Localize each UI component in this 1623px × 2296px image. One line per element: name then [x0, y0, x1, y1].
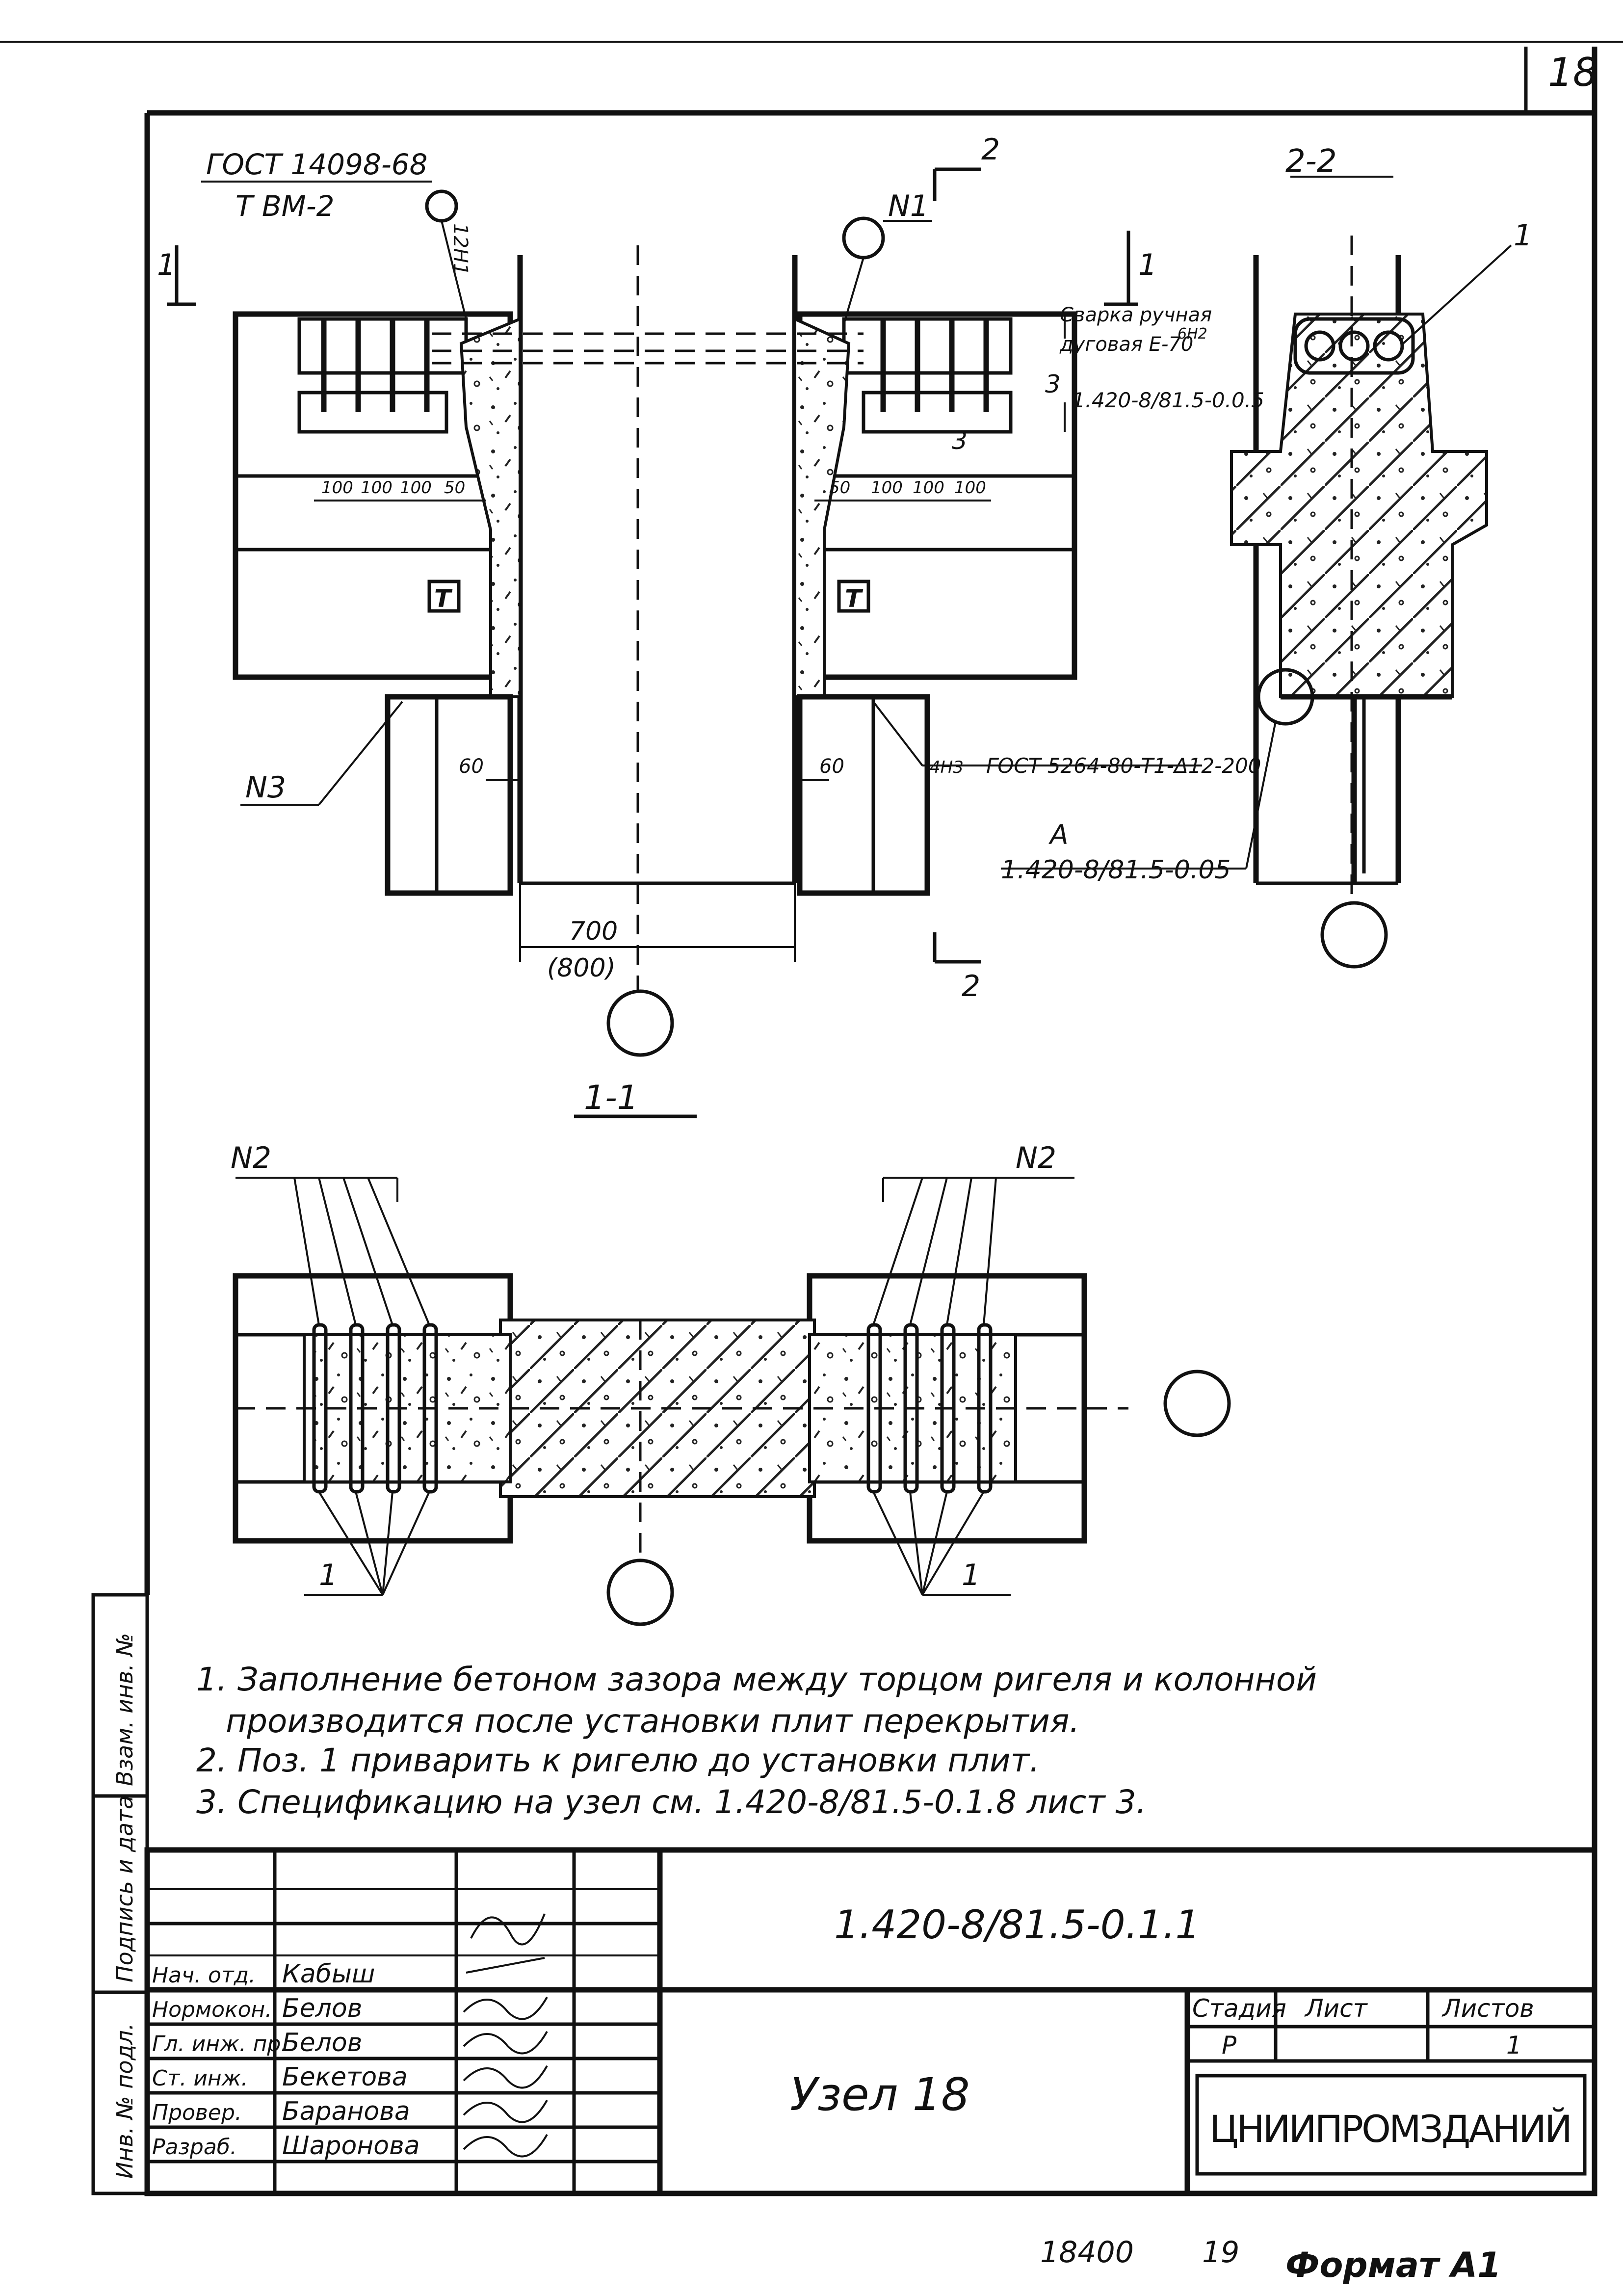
dim-left-2: 100	[361, 478, 393, 498]
value-sheets: 1	[1506, 2031, 1522, 2059]
t-mark-left: Т	[434, 584, 453, 613]
dim-left-4: 50	[444, 478, 465, 498]
header-sheets: Листов	[1441, 1994, 1534, 2023]
footer-code: 18400	[1040, 2235, 1134, 2270]
role-0: Нач. отд.	[152, 1963, 256, 1988]
section-mark-1-left: 1	[157, 248, 176, 282]
gost-bottom-label: ГОСТ 5264-80-Т1-Δ12-200	[986, 754, 1261, 778]
dim-right-1: 50	[829, 478, 850, 498]
note-1-line1: 1. Заполнение бетоном зазора между торцо…	[196, 1661, 1317, 1698]
n2-right-label: N2	[1016, 1141, 1056, 1175]
role-2: Гл. инж. пр.	[152, 2032, 288, 2057]
gost-bottom-tag: 4Н3	[930, 758, 964, 777]
side-stamp-sign: Подпись и дата	[111, 1795, 138, 1982]
side-stamp-inv: Инв. № подл.	[111, 2023, 138, 2179]
n2-left-label: N2	[231, 1141, 271, 1175]
org-name: ЦНИИПРОМЗДАНИЙ	[1209, 2107, 1572, 2151]
doc-code: 1.420-8/81.5-0.1.1	[834, 1902, 1200, 1948]
dim-left-3: 100	[400, 478, 432, 498]
name-5: Шаронова	[282, 2131, 420, 2161]
sheet-frame	[0, 41, 1623, 2193]
dim-left-1: 100	[321, 478, 353, 498]
mark-3b: 3	[952, 426, 968, 455]
pos-1-left: 1	[319, 1558, 338, 1592]
dim-700: 700	[569, 917, 618, 946]
pos-1-right: 1	[962, 1558, 980, 1592]
weld-note-line1: Сварка ручная	[1060, 304, 1212, 326]
gost-top-sub-label: Т ВМ-2	[236, 189, 335, 223]
footer-format: Формат А1	[1285, 2245, 1501, 2285]
dim-60-right: 60	[819, 755, 844, 778]
weld-note-line2: дуговая Е-70	[1059, 333, 1193, 356]
header-sheet: Лист	[1304, 1994, 1368, 2023]
n3-label: N3	[245, 770, 286, 805]
name-1: Белов	[282, 1994, 362, 2023]
dim-60-left: 60	[459, 755, 484, 778]
ref-1420-bottom: 1.420-8/81.5-0.05	[1001, 855, 1231, 885]
dim-right-2: 100	[871, 478, 903, 498]
role-3: Ст. инж.	[152, 2066, 248, 2091]
dim-right-3: 100	[913, 478, 944, 498]
dim-800: (800)	[547, 953, 616, 983]
header-stage: Стадия	[1192, 1994, 1286, 2023]
mark-3: 3	[1045, 370, 1061, 398]
t-mark-right: Т	[845, 584, 864, 613]
footer-sheet: 19	[1202, 2235, 1239, 2270]
value-stage: Р	[1222, 2031, 1237, 2059]
ref-a-label: А	[1048, 819, 1069, 850]
sheet-number: 18	[1548, 50, 1598, 95]
note-1-line2: производится после установки плит перекр…	[226, 1702, 1079, 1740]
title-block	[144, 1847, 1597, 2196]
name-0: Кабыш	[282, 1959, 375, 1989]
dim-right-4: 100	[954, 478, 986, 498]
section-1-1	[233, 1114, 1231, 1626]
weld-note-tag: 6Н2	[1178, 325, 1207, 343]
section-mark-2-top: 2	[981, 132, 1000, 167]
view-2-2-title: 2-2	[1285, 143, 1337, 180]
role-5: Разраб.	[152, 2135, 237, 2160]
name-2: Белов	[282, 2028, 362, 2058]
note-3: 3. Спецификацию на узел см. 1.420-8/81.5…	[196, 1783, 1147, 1821]
doc-title: Узел 18	[790, 2068, 970, 2121]
section-mark-2-bottom: 2	[962, 969, 980, 1003]
note-2: 2. Поз. 1 приварить к ригелю до установк…	[196, 1742, 1040, 1779]
weld-tag-left: 12Н1	[449, 223, 471, 275]
elevation-view	[167, 167, 1202, 1057]
pos-1-top: 1	[1514, 218, 1532, 253]
view-1-1-title: 1-1	[584, 1079, 638, 1117]
section-2-2	[1001, 176, 1512, 969]
name-3: Бекетова	[282, 2062, 408, 2092]
role-1: Нормокон.	[152, 1997, 272, 2022]
n1-label: N1	[888, 189, 929, 223]
gost-top-label: ГОСТ 14098-68	[206, 148, 428, 181]
side-stamp-replace: Взам. инв. №	[111, 1633, 138, 1786]
role-4: Провер.	[152, 2100, 242, 2125]
ref-1420-top: 1.420-8/81.5-0.0.5	[1072, 388, 1264, 412]
section-mark-1-mid: 1	[1138, 248, 1157, 282]
name-4: Баранова	[282, 2097, 410, 2126]
